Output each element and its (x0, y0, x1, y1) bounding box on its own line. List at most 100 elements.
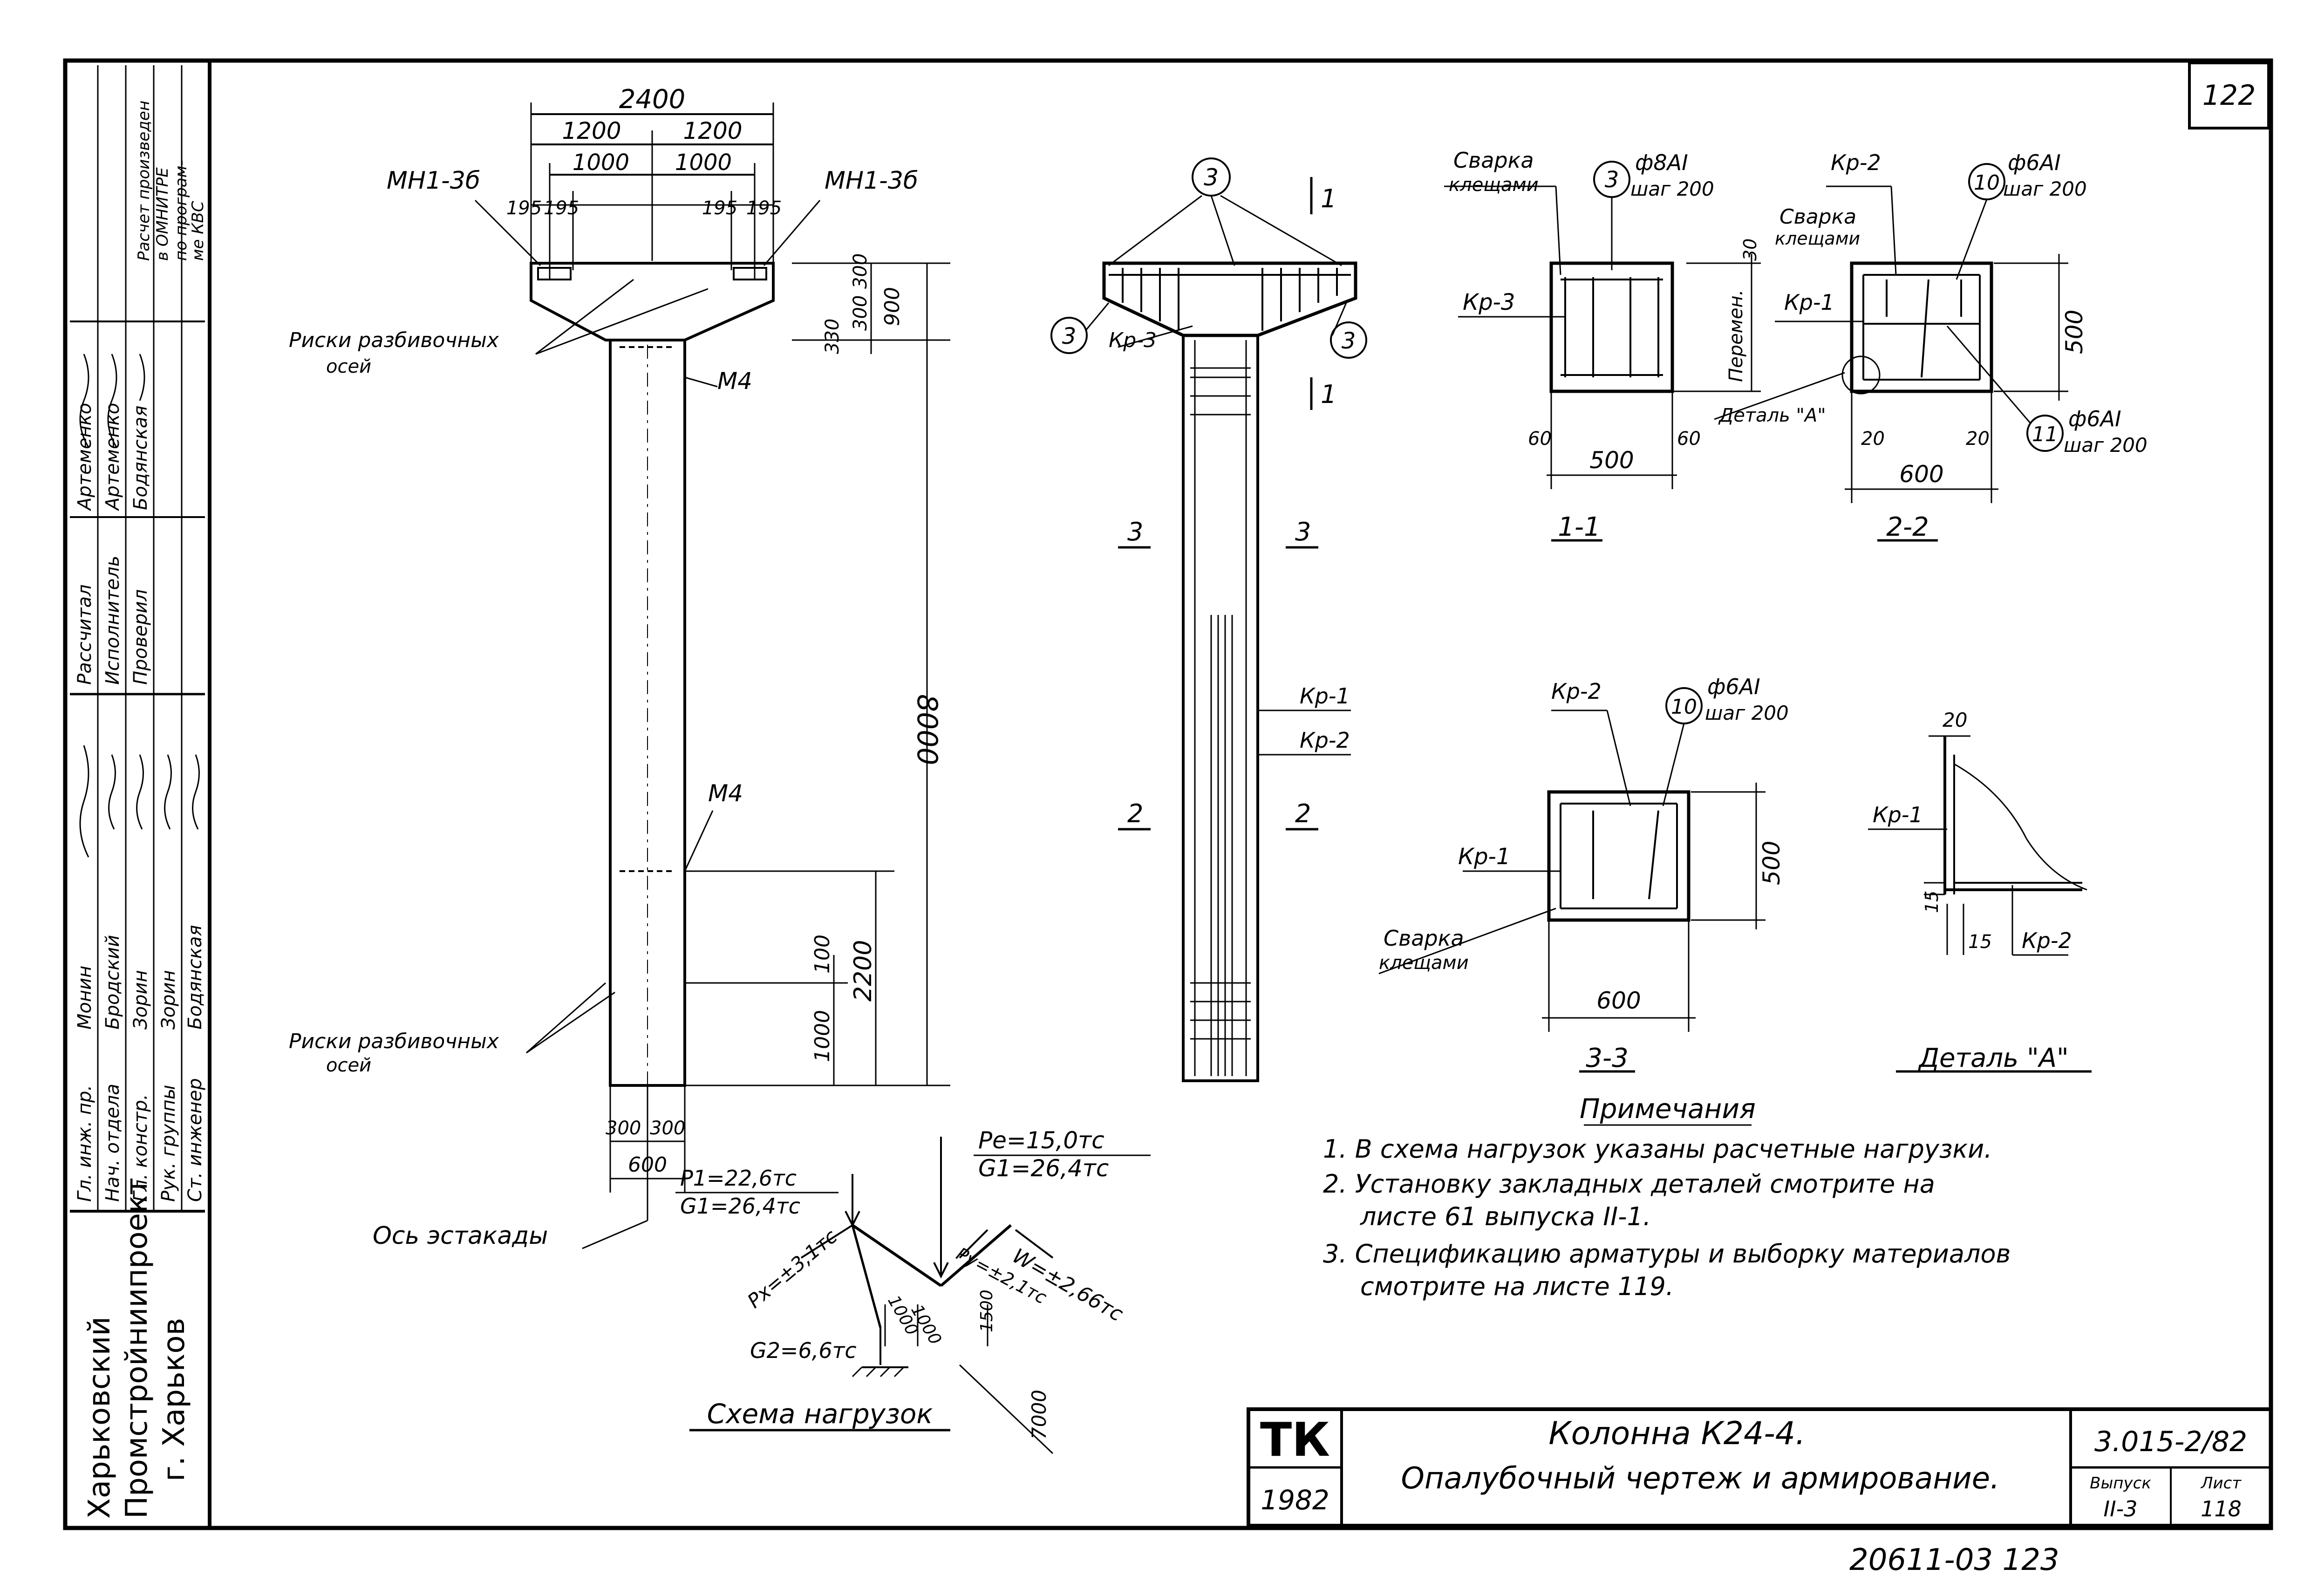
callout-3-top: 3 (1204, 164, 1219, 191)
title-block (1247, 1407, 2273, 1528)
axis-label: Ось эстакады (373, 1222, 548, 1250)
load-scheme-title: Схема нагрузок (707, 1398, 933, 1430)
bar-spec-10: ф6АI (1707, 674, 1760, 699)
front-view (474, 102, 950, 1249)
dim-195: 195 (746, 198, 782, 219)
stamp-role: Проверил (130, 589, 151, 685)
load-scheme-labels: P1=22,6тс G1=26,4тс Pe=15,0тс G1=26,4тс … (680, 1127, 1127, 1439)
issue-value: II-3 (2104, 1496, 2138, 1521)
load-g1-right: G1=26,4тс (978, 1155, 1109, 1182)
archive-number: 20611-03 123 (1849, 1543, 2059, 1577)
reinforcement-view (1050, 157, 1367, 1082)
label-m4-top: М4 (717, 368, 752, 395)
bar-step-11: шаг 200 (2064, 434, 2147, 457)
cut-2-left: 2 (1127, 799, 1143, 828)
section-3-3-labels: Кр-2 10 ф6АI шаг 200 Кр-1 Сварка клещами… (1379, 674, 1789, 1073)
note-2-cont: листе 61 выпуска II-1. (1360, 1202, 1651, 1231)
note-2: 2. Установку закладных деталей смотрите … (1323, 1169, 1935, 1199)
dim-900: 900 (880, 287, 904, 326)
stamp-note-line: Расчет произведен (135, 101, 153, 261)
load-scheme (675, 1137, 1151, 1454)
detail-a-labels: 20 Кр-1 15 15 Кр-2 Деталь "А" (1873, 709, 2072, 1073)
note-1: 1. В схема нагрузок указаны расчетные на… (1323, 1134, 1992, 1164)
load-pe: Pe=15,0тс (978, 1127, 1104, 1154)
signatures (79, 354, 200, 858)
label-m4-mid: М4 (708, 780, 743, 807)
year: 1982 (1261, 1484, 1329, 1516)
load-g2: G2=6,6тс (750, 1338, 857, 1363)
dim-195: 195 (702, 198, 737, 219)
label-mn1-right: МН1-3б (825, 167, 918, 195)
notes-title: Примечания (1580, 1093, 1756, 1125)
section-title: 2-2 (1886, 512, 1929, 542)
weld-label-2: клещами (1379, 952, 1469, 974)
dim-2200: 2200 (849, 940, 877, 1002)
dim-col-300-right: 300 (650, 1118, 685, 1139)
cut-1-bottom: 1 (1321, 380, 1336, 409)
stamp-role: Рассчитал (74, 584, 95, 685)
stamp-note-line: по програм- (172, 160, 191, 261)
stamp-role: Нач. отдела (102, 1084, 123, 1202)
callout-3: 3 (1605, 167, 1619, 193)
label-kp2: Кр-2 (1300, 728, 1350, 753)
dim-1200-left: 1200 (562, 117, 621, 144)
stamp-name: Артеменко (102, 403, 123, 512)
dim-20-right: 20 (1966, 428, 1990, 450)
section-2-2-labels: Кр-2 10 ф6АI шаг 200 Сварка клещами Кр-1… (1718, 150, 2147, 542)
sheet-corner-number: 122 (2202, 79, 2256, 112)
load-px: Px=±3,1тс (743, 1225, 841, 1313)
stamp-role: Рук. группы (158, 1085, 179, 1202)
dim-1000-left: 1000 (573, 150, 629, 176)
weld-label-2: клещами (1775, 228, 1860, 249)
stamp-role: Ст. инженер (184, 1078, 206, 1202)
stamp-role: Гл. инж. пр. (74, 1085, 95, 1202)
weld-label: Сварка (1453, 148, 1534, 173)
sheet-value: 118 (2201, 1496, 2242, 1521)
cut-3-right: 3 (1295, 517, 1311, 546)
stamp-roles-1: Гл. инж. пр. Нач. отдела Гл. констр. Рук… (74, 1078, 206, 1202)
load-p1: P1=22,6тс (680, 1166, 797, 1191)
stamp-name: Зорин (158, 970, 179, 1030)
callout-10: 10 (1671, 695, 1697, 719)
org-line-2: Промстройниипроект (120, 1178, 154, 1519)
stamp-note-line: ме КВС (189, 201, 207, 261)
dim-col-300-left: 300 (606, 1118, 641, 1139)
stamp-calc-note: Расчет произведен в ОМНИТРЕ по програм- … (135, 101, 207, 261)
section-title: 1-1 (1558, 512, 1600, 542)
note-3: 3. Спецификацию арматуры и выборку матер… (1323, 1239, 2011, 1269)
issue-label: Выпуск (2090, 1474, 2151, 1493)
dim-500: 500 (2061, 310, 2088, 354)
bar-step-10: шаг 200 (1705, 702, 1789, 724)
bar-step-10: шаг 200 (2003, 177, 2087, 200)
bar-spec-11: ф6АI (2068, 406, 2121, 431)
section-3-3 (1378, 687, 1766, 1073)
stamp-name: Бодянская (130, 405, 151, 510)
section-1-1 (1444, 161, 1761, 542)
variable-dim: Перемен. (1725, 290, 1747, 382)
front-view-labels: 2400 1200 1200 1000 1000 195 195 195 195… (289, 84, 943, 1250)
detail-ref: Деталь "А" (1718, 405, 1826, 426)
dim-1000-right: 1000 (675, 150, 732, 176)
stamp-note-line: в ОМНИТРЕ (153, 167, 172, 261)
label-kp2: Кр-2 (1551, 679, 1602, 704)
series-code: 3.015-2/82 (2094, 1425, 2247, 1458)
dim-300-cap-b: 300 (850, 295, 871, 331)
stamp-role: Исполнитель (102, 556, 123, 685)
dim-600: 600 (1596, 987, 1641, 1014)
bar-spec-10: ф6АI (2008, 150, 2061, 175)
dim-20-left: 20 (1861, 428, 1885, 450)
organization-block: Харьковский Промстройниипроект г. Харько… (82, 1178, 191, 1519)
title-block-labels: ТК 1982 Колонна К24-4. Опалубочный черте… (1260, 1412, 2247, 1521)
section-2-2 (1714, 163, 2068, 542)
label-marks-top-2: осей (326, 356, 371, 377)
label-marks-top: Риски разбивочных (289, 328, 499, 352)
label-kp1: Кр-1 (1300, 683, 1350, 709)
stamp-name: Монин (74, 966, 95, 1030)
dim-600: 600 (1899, 461, 1943, 488)
label-marks-bottom: Риски разбивочных (289, 1030, 499, 1053)
dim-7000: 7000 (1028, 1390, 1050, 1439)
dim-330: 330 (822, 319, 843, 354)
dim-1000: 1000 (811, 1010, 834, 1062)
sheet-frame (63, 58, 2273, 1530)
